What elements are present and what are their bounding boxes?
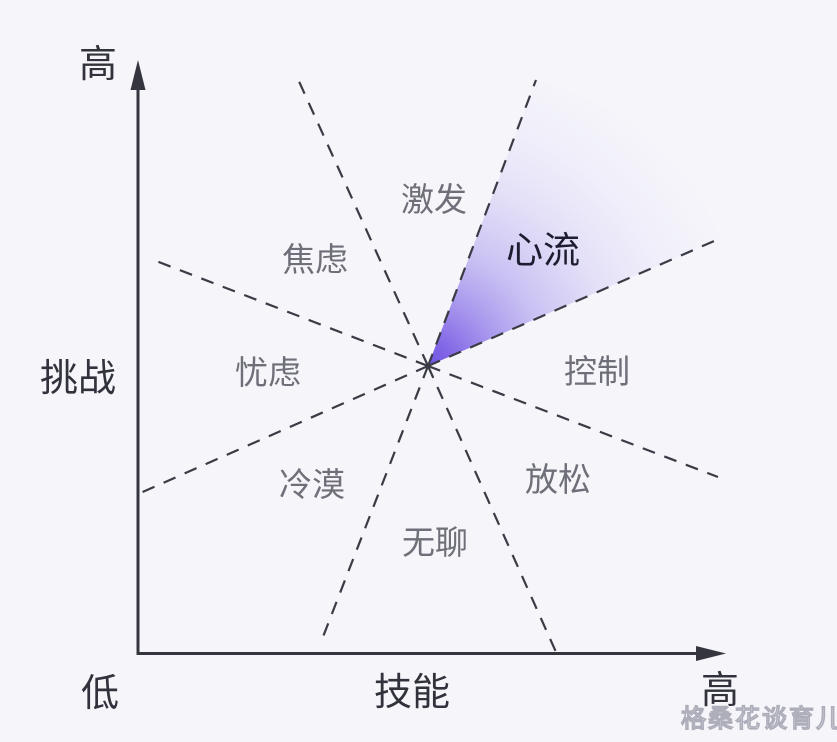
boundary-relaxation-boredom-line [426,365,558,653]
origin-low-label: 低 [81,673,119,715]
watermark: 格桑花谈育儿 [681,704,837,733]
y-axis-title: 挑战 [40,358,116,400]
flow-region-wedge [428,80,721,366]
region-label-arousal: 激发 [401,181,467,218]
y-axis-arrow-icon [130,60,146,90]
boundary-boredom-apathy-line [319,365,430,643]
region-label-relaxation: 放松 [525,461,591,498]
region-label-apathy: 冷漠 [279,466,345,503]
region-label-control: 控制 [564,353,630,390]
boundary-arousal-flow-line [426,79,538,367]
boundary-anxiety-arousal-line [295,76,430,367]
boundary-control-relaxation-line [427,364,719,479]
region-label-flow: 心流 [506,230,580,271]
boundary-apathy-worry-line [137,364,429,496]
region-label-anxiety: 焦虑 [282,241,348,278]
boundary-worry-anxiety-line [150,257,429,368]
x-axis-title: 技能 [374,672,450,714]
y-axis-high-label: 高 [79,44,117,86]
boundary-flow-control-line [427,236,722,368]
region-label-worry: 忧虑 [235,354,301,391]
region-label-boredom: 无聊 [402,524,468,561]
x-axis-arrow-icon [696,646,726,661]
x-axis-high-label: 高 [701,670,739,712]
